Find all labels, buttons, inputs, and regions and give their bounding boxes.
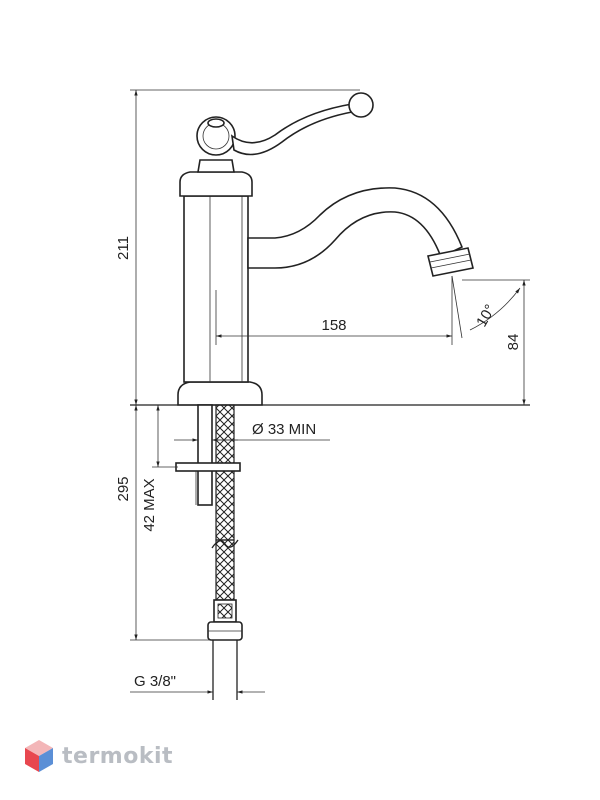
dim-angle: 10° (451, 275, 521, 339)
dim-label-angle: 10° (473, 302, 499, 330)
dim-label-connection: G 3/8" (134, 673, 176, 690)
dim-label-158: 158 (321, 317, 346, 334)
dim-hole-diameter: Ø 33 MIN (174, 421, 330, 442)
dim-label-211: 211 (115, 236, 132, 260)
dim-deck-42: 42 MAX (141, 405, 178, 532)
brand-logo: termokit (24, 736, 173, 776)
faucet-body (177, 92, 374, 406)
cube-icon (25, 740, 53, 772)
brand-name: termokit (62, 743, 174, 769)
dim-label-84: 84 (505, 334, 522, 351)
spout (247, 187, 474, 277)
dim-height-211: 211 (115, 89, 360, 405)
supply-hose (207, 404, 243, 700)
dim-label-hole: Ø 33 MIN (252, 421, 316, 438)
dim-label-42: 42 MAX (141, 478, 158, 531)
dim-hose-295: 295 (115, 405, 210, 641)
dim-label-295: 295 (115, 476, 132, 501)
dim-reach-158: 158 (215, 276, 453, 345)
dim-spout-84: 84 (462, 279, 530, 405)
dim-connection: G 3/8" (130, 673, 265, 694)
